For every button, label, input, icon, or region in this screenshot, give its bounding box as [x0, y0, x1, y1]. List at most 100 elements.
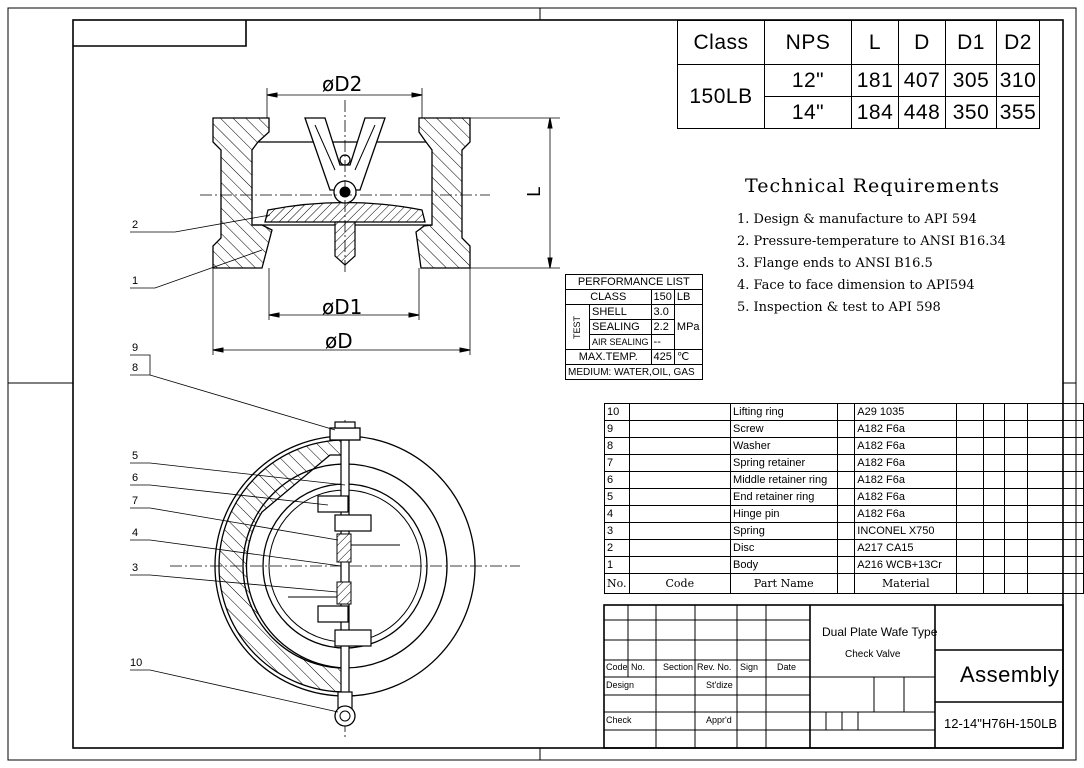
- tb-check: Check: [606, 715, 632, 725]
- requirement-item: 1. Design & manufacture to API 594: [737, 212, 977, 227]
- class-value: 150LB: [677, 64, 765, 129]
- tb-design: Design: [606, 680, 635, 690]
- disc-section: [264, 201, 426, 223]
- tb-no: No.: [631, 662, 646, 672]
- l-value: 181: [851, 64, 899, 97]
- requirement-item: 4. Face to face dimension to API594: [737, 278, 975, 293]
- part-code: [628, 539, 732, 557]
- perf-test-label: TEST: [572, 315, 583, 339]
- part-number: 6: [604, 471, 630, 489]
- parts-row: 6 Middle retainer ring A182 F6a: [604, 471, 1084, 489]
- header-nps: NPS: [764, 20, 852, 65]
- product-name-line2: Check Valve: [845, 649, 901, 660]
- perf-maxtemp-label: MAX.TEMP.: [565, 349, 652, 365]
- parts-header-code: Code: [628, 573, 732, 594]
- part-material: A182 F6a: [854, 420, 958, 438]
- tb-apprd: Appr'd: [706, 715, 732, 725]
- nps-value: 12": [764, 64, 852, 97]
- part-number: 9: [604, 420, 630, 438]
- perf-pressure-unit: MPa: [673, 304, 703, 350]
- part-name: Disc: [730, 539, 838, 557]
- perf-shell-label: SHELL: [589, 304, 652, 320]
- product-name-line1: Dual Plate Wafe Type: [822, 625, 938, 639]
- callout-number: 8: [132, 362, 139, 374]
- parts-header-material: Material: [854, 573, 958, 594]
- d-value: 407: [898, 64, 946, 97]
- callout-number: 4: [132, 527, 139, 539]
- perf-class-value: 150: [650, 289, 675, 305]
- part-name: Washer: [730, 437, 838, 455]
- part-material: A182 F6a: [854, 454, 958, 472]
- front-view: [130, 354, 520, 740]
- part-code: [628, 471, 732, 489]
- parts-row: 4 Hinge pin A182 F6a: [604, 505, 1084, 523]
- part-number: 5: [604, 488, 630, 506]
- part-number: 4: [604, 505, 630, 523]
- perf-air-label: AIR SEALING: [589, 334, 652, 350]
- dimension-table: Class NPS L D D1 D2 150LB 12" 181 407 30…: [677, 20, 1040, 129]
- parts-row: 10 Lifting ring A29 1035: [604, 403, 1084, 421]
- performance-list: PERFORMANCE LIST CLASS 150 LB TEST SHELL…: [564, 274, 703, 380]
- perf-shell-value: 3.0: [650, 304, 675, 320]
- part-code: [628, 488, 732, 506]
- l-value: 184: [851, 96, 899, 129]
- callout-number: 9: [132, 342, 139, 354]
- callout-number: 2: [132, 219, 139, 231]
- part-name: Lifting ring: [730, 403, 838, 421]
- header-d: D: [898, 20, 946, 65]
- title-block-frame: [603, 604, 1064, 749]
- part-code: [628, 522, 732, 540]
- part-name: Spring: [730, 522, 838, 540]
- parts-header-no: No.: [604, 573, 630, 594]
- tb-section: Section: [663, 662, 694, 672]
- part-material: A216 WCB+13Cr: [854, 556, 958, 574]
- part-code: [628, 556, 732, 574]
- perf-class-unit: LB: [673, 289, 703, 305]
- d-value: 448: [898, 96, 946, 129]
- callout-number: 3: [132, 562, 139, 574]
- part-name: End retainer ring: [730, 488, 838, 506]
- perf-maxtemp-unit: ℃: [673, 349, 703, 365]
- callout-number: 5: [132, 450, 139, 462]
- part-name: Middle retainer ring: [730, 471, 838, 489]
- dimension-label-d1: øD1: [322, 295, 363, 319]
- perf-class-label: CLASS: [565, 289, 652, 305]
- assembly-label: Assembly: [960, 662, 1060, 687]
- callout-number: 10: [130, 657, 143, 669]
- section-view: [130, 88, 560, 355]
- part-number: 2: [604, 539, 630, 557]
- drawing-number: 12-14"H76H-150LB: [944, 716, 1058, 731]
- perf-medium: MEDIUM: WATER,OIL, GAS: [565, 364, 703, 380]
- requirement-item: 5. Inspection & test to API 598: [737, 300, 941, 315]
- body-right-section: [415, 117, 471, 269]
- part-number: 3: [604, 522, 630, 540]
- part-code: [628, 420, 732, 438]
- tb-rev-no: Rev. No.: [697, 662, 732, 672]
- part-material: A182 F6a: [854, 505, 958, 523]
- perf-sealing-label: SEALING: [589, 319, 652, 335]
- part-name: Body: [730, 556, 838, 574]
- dimension-label-d: øD: [325, 329, 353, 353]
- callout-number: 7: [132, 495, 139, 507]
- header-l: L: [851, 20, 899, 65]
- part-material: A29 1035: [854, 403, 958, 421]
- part-material: A182 F6a: [854, 471, 958, 489]
- callout-number: 6: [132, 472, 139, 484]
- perf-maxtemp-value: 425: [650, 349, 675, 365]
- part-number: 7: [604, 454, 630, 472]
- part-name: Hinge pin: [730, 505, 838, 523]
- part-number: 10: [604, 403, 630, 421]
- tb-date: Date: [777, 662, 797, 672]
- part-code: [628, 505, 732, 523]
- perf-air-value: --: [650, 334, 675, 350]
- parts-row: 3 Spring INCONEL X750: [604, 522, 1084, 540]
- part-material: INCONEL X750: [854, 522, 958, 540]
